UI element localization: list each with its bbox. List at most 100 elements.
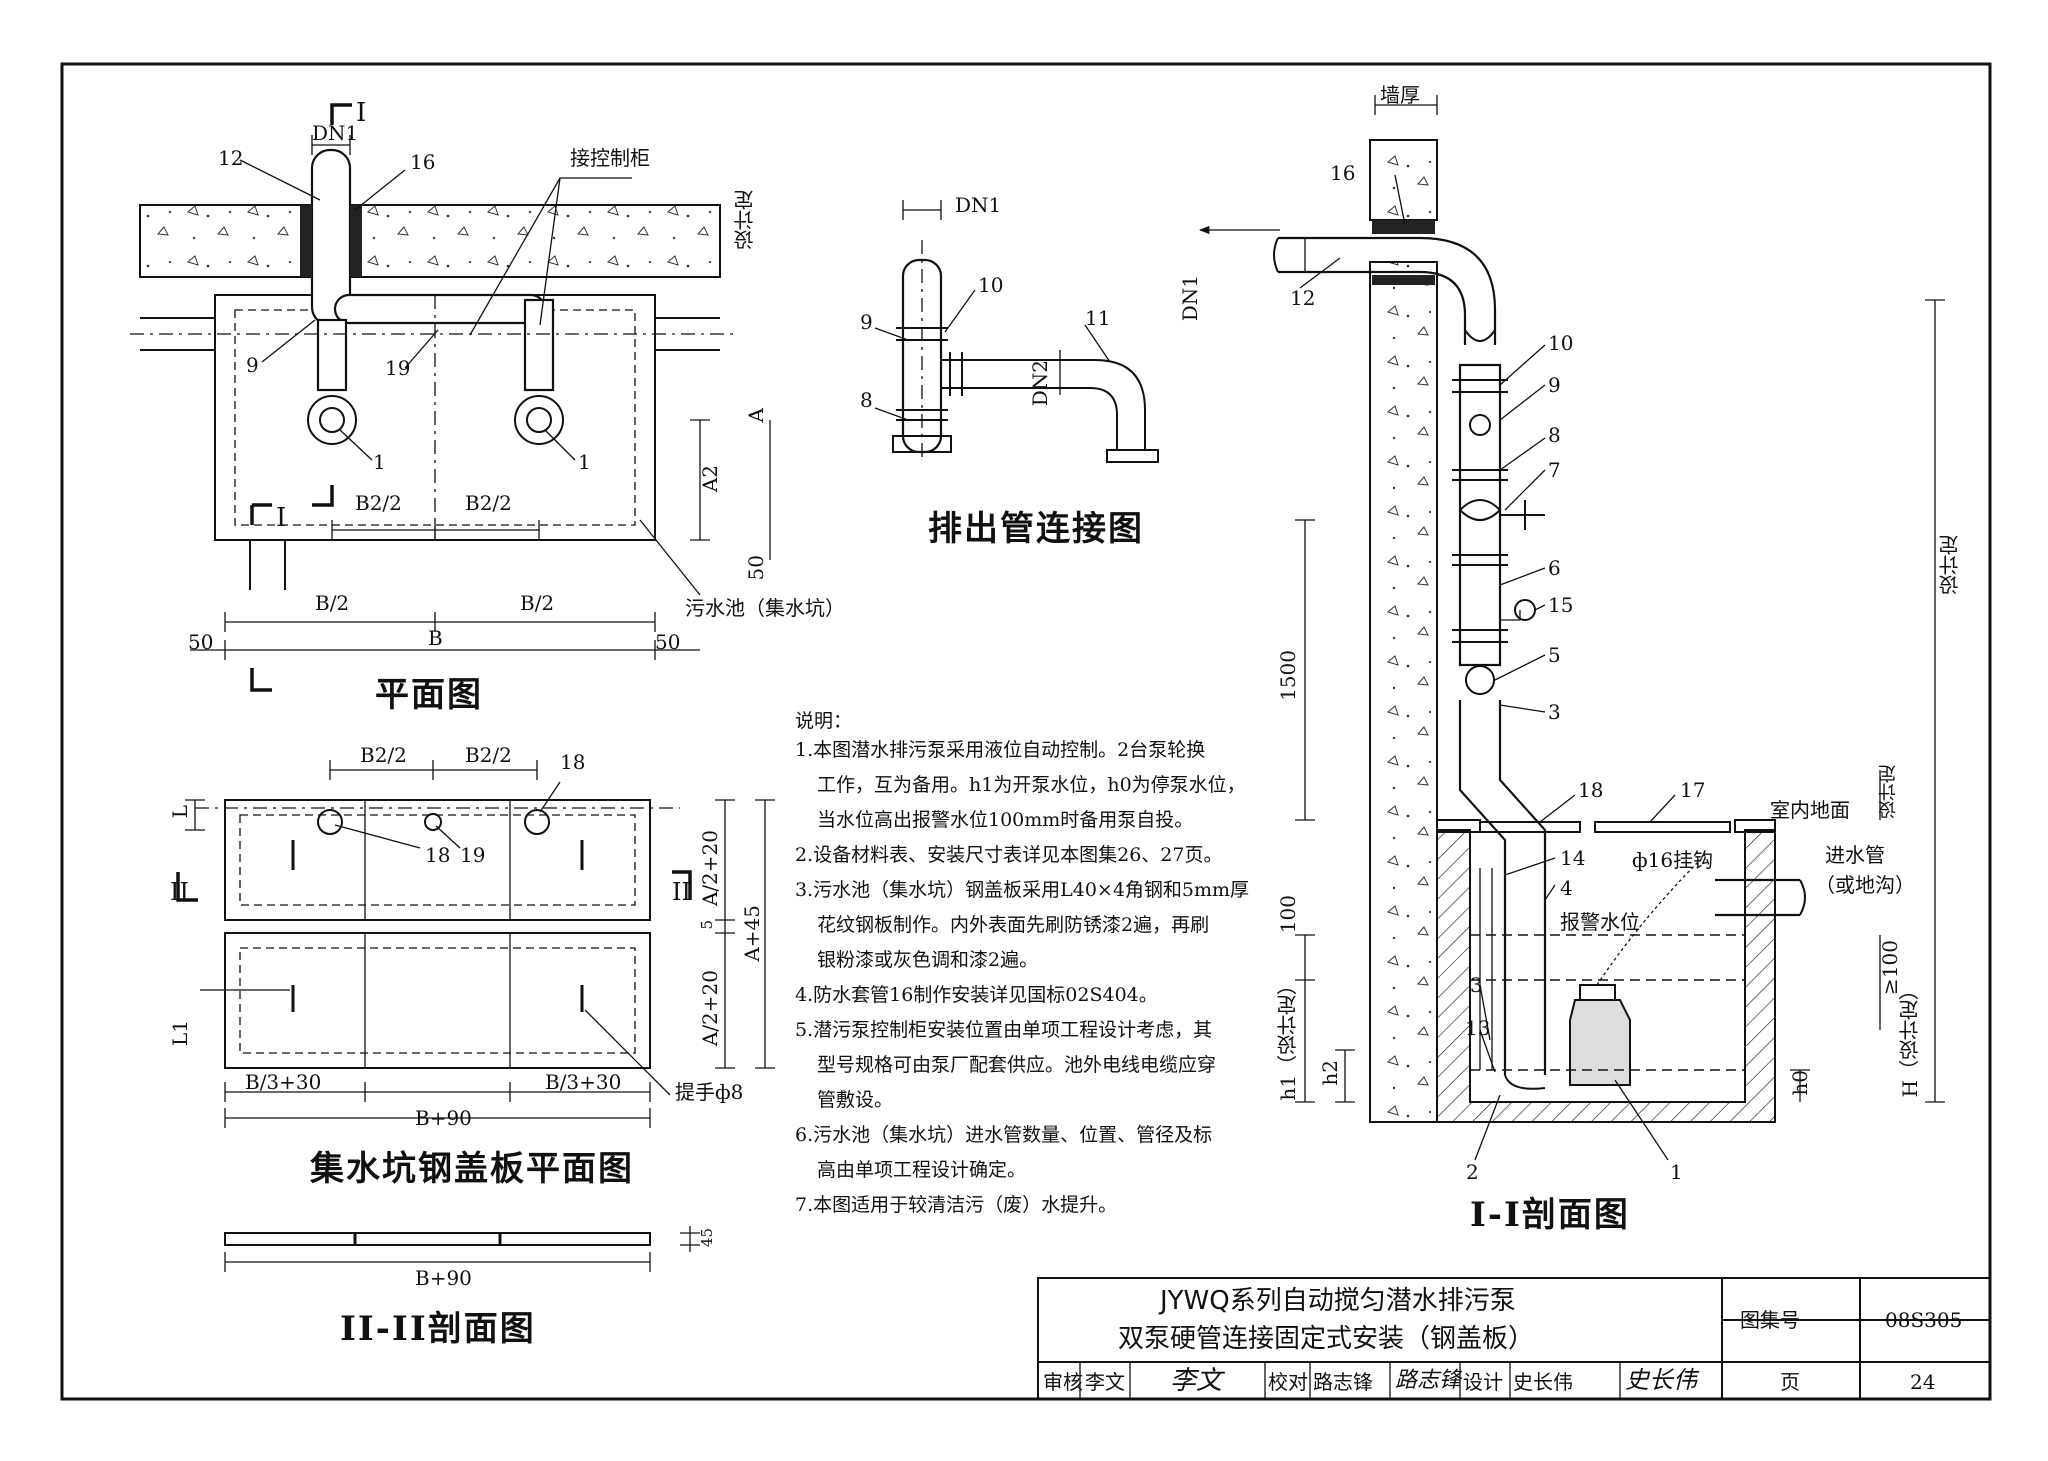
cover-section-mark-right: II <box>672 878 691 906</box>
note-line-14: 7.本图适用于较清洁污（废）水提升。 <box>795 1194 1118 1216</box>
section-callout-18: 18 <box>1578 778 1604 802</box>
section-inlet-pipe <box>1715 878 1800 917</box>
plan-pipe-right <box>655 317 720 351</box>
section-dim-1500: 1500 <box>1276 650 1300 701</box>
section-leader-3 <box>1499 704 1546 713</box>
section-dim-wall <box>1374 95 1438 115</box>
section-discharge-down <box>1458 700 1547 1075</box>
outlet-dim-dn1 <box>902 200 942 220</box>
title-line-1: JYWQ系列自动搅匀潜水排污泵 <box>1160 1286 1516 1316</box>
section-indoor-floor: 室内地面 <box>1770 798 1850 822</box>
section-leader-2 <box>1474 1094 1501 1161</box>
title-block-cells <box>1079 1362 1621 1399</box>
outlet-dn1: DN1 <box>955 193 1002 217</box>
section-view <box>1198 95 1945 1161</box>
section-leader-17 <box>1649 794 1676 823</box>
plan-dim-bhalf-a: B/2 <box>315 591 350 615</box>
plan-callout-9: 9 <box>246 353 259 377</box>
outlet-callout-11: 11 <box>1085 306 1111 330</box>
plan-pump-pipe-2 <box>523 298 555 392</box>
section-callout-3: 3 <box>1548 700 1561 724</box>
cover-callout-19: 19 <box>460 843 486 867</box>
section-joint-5 <box>1465 665 1495 695</box>
section-design-fixed: 设计定 <box>1938 535 1962 595</box>
checker-signature: 路志锋 <box>1395 1368 1462 1393</box>
section-callout-10: 10 <box>1548 331 1574 355</box>
section-leader-18 <box>1539 794 1576 823</box>
review-label: 审核 <box>1043 1370 1083 1394</box>
note-line-6: 花纹钢板制作。内外表面先刷防锈漆2遍，再刷 <box>817 914 1210 936</box>
section-hook: ф16挂钩 <box>1632 848 1714 872</box>
designer-name: 史长伟 <box>1513 1370 1573 1394</box>
cover-dim-5: 5 <box>698 920 716 930</box>
cover-section-plate <box>224 1232 651 1246</box>
section-sleeve-16b <box>1372 275 1435 285</box>
cover-dim-b3 <box>224 1082 651 1102</box>
cover-hole-2 <box>524 809 550 835</box>
section-mark-mid-left <box>250 503 272 525</box>
outlet-title: 排出管连接图 <box>928 509 1144 549</box>
atlas-label: 图集号 <box>1740 1308 1800 1332</box>
note-line-5: 3.污水池（集水坑）钢盖板采用L40×4角钢和5mm厚 <box>795 879 1250 901</box>
section-leader-8 <box>1499 437 1546 471</box>
section-pipe-cut <box>1464 329 1496 342</box>
section-wall-main <box>1369 261 1438 1123</box>
section-leader-1 <box>1614 1079 1669 1161</box>
section-pipe-inner <box>1278 270 1467 345</box>
cover-section-dim-b90: B+90 <box>415 1266 472 1290</box>
section-mark-bottom <box>250 668 272 692</box>
section-valve-handwheel <box>1500 500 1545 530</box>
reviewer-signature: 李文 <box>1170 1366 1223 1396</box>
cover-plate-top <box>224 799 651 921</box>
outlet-detail <box>874 200 1159 463</box>
plan-pool: 污水池（集水坑） <box>685 596 845 620</box>
plan-dim-50-c: 50 <box>744 555 768 581</box>
section-guide-rail <box>1479 868 1493 1070</box>
cover-plan <box>176 760 775 1128</box>
section-dim-100: 100 <box>1276 895 1300 934</box>
section-lift-chain <box>1596 854 1706 986</box>
section-pipe-end <box>1273 237 1279 273</box>
plan-callout-12: 12 <box>218 146 244 170</box>
section-leader-12 <box>1299 257 1341 289</box>
plan-section-label-bottom: I <box>276 503 287 533</box>
section-cover-plate <box>1479 821 1731 833</box>
section-callout-3b: 3 <box>1470 973 1483 997</box>
plan-dim-b2 <box>331 520 540 540</box>
section-leader-9 <box>1499 384 1546 421</box>
section-inlet-pipe: 进水管 <box>1825 843 1885 867</box>
section-callout-7: 7 <box>1548 458 1561 482</box>
section-leader-6 <box>1499 567 1546 586</box>
note-line-3: 当水位高出报警水位100mm时备用泵自投。 <box>817 809 1194 831</box>
plan-pump-2 <box>514 395 564 445</box>
cover-section-right <box>672 870 692 900</box>
section-callout-17: 17 <box>1680 778 1706 802</box>
designer-signature: 史长伟 <box>1625 1366 1697 1394</box>
section-dim-H <box>1925 299 1945 1103</box>
cover-dim-l1: L1 <box>168 1020 192 1047</box>
plan-design-fixed: 设计定 <box>733 190 757 250</box>
section-h1: h1（设计定） <box>1276 975 1300 1101</box>
section-riser-flanges <box>1452 379 1508 643</box>
cover-dim-a2-20-b: A/2+20 <box>698 970 722 1047</box>
plan-dim-b-half <box>224 612 656 632</box>
cover-dim-l: L <box>168 805 192 819</box>
title-block <box>1037 1277 1991 1400</box>
section-callout-15: 15 <box>1548 593 1574 617</box>
plan-dim-50-b: 50 <box>655 630 681 654</box>
note-line-10: 型号规格可由泵厂配套供应。池外电线电缆应穿 <box>817 1054 1217 1076</box>
cover-dim-b3-b: B/3+30 <box>545 1070 622 1094</box>
cover-leader-18b <box>539 781 561 813</box>
cover-section-ribs <box>353 1233 502 1245</box>
section-pit-walls <box>1436 829 1776 1123</box>
note-line-7: 银粉漆或灰色调和漆2遍。 <box>817 949 1039 971</box>
section-gauge-pipe <box>1500 610 1521 621</box>
note-line-13: 高由单项工程设计确定。 <box>817 1159 1027 1181</box>
cover-dim-right <box>715 799 735 1069</box>
notes-heading: 说明： <box>795 710 853 732</box>
plan-dim-a: A <box>744 408 768 423</box>
cover-dim-a2-20-a: A/2+20 <box>698 830 722 907</box>
section-inlet-end <box>1799 879 1806 916</box>
outlet-leader-11 <box>1084 324 1111 363</box>
plan-dim-bhalf-b: B/2 <box>520 591 555 615</box>
